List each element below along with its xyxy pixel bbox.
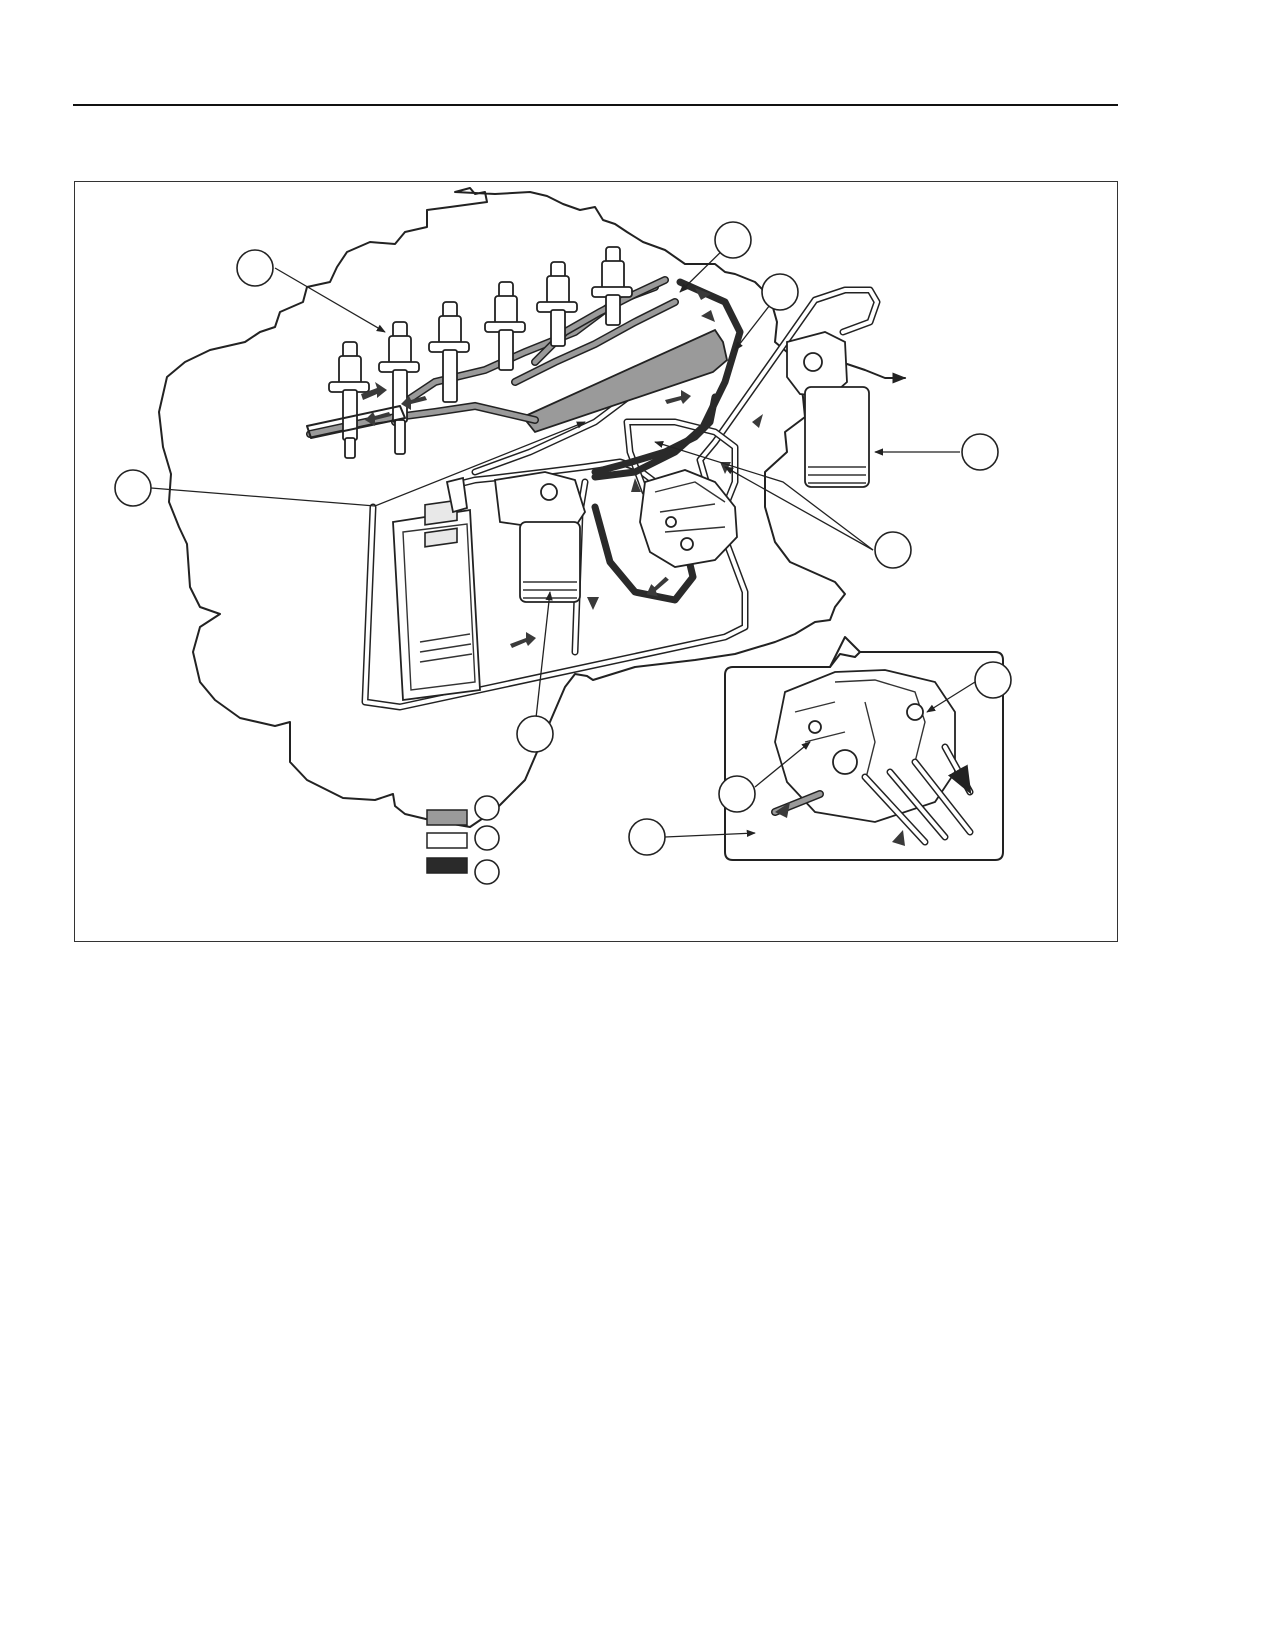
pump-detail-inset [724, 636, 1004, 861]
injector-3 [428, 301, 470, 403]
high-pressure-pump [639, 469, 738, 568]
callout-return-line [714, 221, 752, 259]
legend-swatch-return [426, 857, 468, 874]
page-header-rule [73, 104, 1118, 106]
injector-1 [328, 341, 370, 459]
callout-pump-inlet [718, 775, 756, 813]
flow-arrows [361, 288, 763, 648]
engine-control-unit [392, 476, 481, 702]
injector-row [328, 246, 633, 459]
pre-fuel-filter [786, 331, 907, 488]
legend-callout-1 [474, 795, 500, 821]
callout-injectors [236, 249, 274, 287]
line-type-legend [426, 795, 500, 885]
legend-swatch-high-pressure [426, 809, 468, 826]
main-fuel-filter [494, 471, 586, 603]
callout-pump-lines [874, 531, 912, 569]
legend-callout-2 [474, 825, 500, 851]
fuel-system-diagram [114, 187, 1012, 885]
callout-pump-feed [628, 818, 666, 856]
callout-pre-filter [961, 433, 999, 471]
return-tube [306, 405, 406, 439]
injector-5 [536, 261, 578, 347]
injector-4 [484, 281, 526, 371]
injector-6 [591, 246, 633, 326]
callout-pump-outlet [974, 661, 1012, 699]
injector-2 [378, 321, 420, 455]
engine-outline [158, 187, 846, 828]
fuel-system-figure [74, 181, 1118, 942]
legend-callout-3 [474, 859, 500, 885]
callout-rail [114, 469, 152, 507]
legend-swatch-low-pressure [426, 832, 468, 849]
callout-main-filter [516, 715, 554, 753]
black-return-lines [591, 278, 744, 604]
callout-rail-sensor [761, 273, 799, 311]
callout-circles [114, 221, 1012, 856]
